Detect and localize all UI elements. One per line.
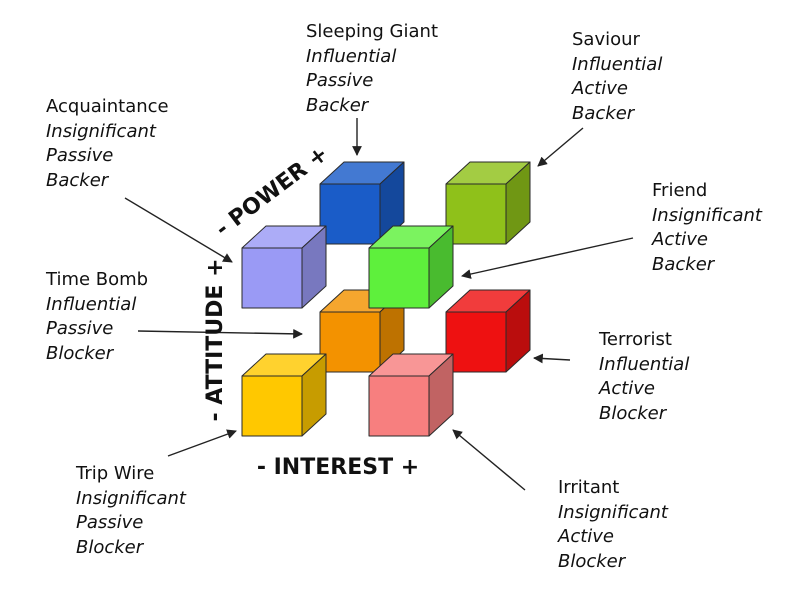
cube-front-face <box>445 183 507 245</box>
stakeholder-attitude: Blocker <box>76 536 144 558</box>
cube-trip-wire <box>241 353 327 437</box>
cube-saviour <box>445 161 531 245</box>
cube-front-face <box>241 247 303 309</box>
stakeholder-interest: Active <box>572 78 628 99</box>
arrow-saviour <box>537 127 584 167</box>
stakeholder-interest: Passive <box>46 145 114 166</box>
stakeholder-interest: Active <box>652 229 708 250</box>
stakeholder-power: Insignificant <box>652 204 762 226</box>
cube-front-face <box>368 247 430 309</box>
cube-acquaintance <box>241 225 327 309</box>
stakeholder-name: Sleeping Giant <box>306 21 439 42</box>
stakeholder-interest: Passive <box>306 70 374 91</box>
cube-front-face <box>368 375 430 437</box>
label-acquaintance: Acquaintance Insignificant Passive Backe… <box>46 95 169 193</box>
cube-terrorist <box>445 289 531 373</box>
stakeholder-attitude: Backer <box>306 94 369 116</box>
label-terrorist: Terrorist Influential Active Blocker <box>599 328 689 426</box>
arrow-acquaintance <box>124 197 233 263</box>
cube-front-face <box>319 183 381 245</box>
label-irritant: Irritant Insignificant Active Blocker <box>558 476 668 574</box>
stakeholder-power: Insignificant <box>76 487 186 509</box>
stakeholder-name: Irritant <box>558 477 620 498</box>
stakeholder-interest: Active <box>599 378 655 399</box>
cube-front-face <box>319 311 381 373</box>
stakeholder-name: Saviour <box>572 29 640 50</box>
cube-front-face <box>445 311 507 373</box>
cube-front-face <box>241 375 303 437</box>
stakeholder-attitude: Blocker <box>599 402 667 424</box>
stakeholder-power: Insignificant <box>46 120 156 142</box>
label-sleeping-giant: Sleeping Giant Influential Passive Backe… <box>306 20 438 118</box>
stakeholder-name: Terrorist <box>599 329 672 350</box>
stakeholder-power: Influential <box>599 353 690 375</box>
cubes-layer <box>241 161 531 437</box>
cube-sleeping-giant <box>319 161 405 245</box>
stakeholder-name: Friend <box>652 180 708 201</box>
arrow-time-bomb <box>137 328 303 339</box>
cube-irritant <box>368 353 454 437</box>
interest-axis-label: - INTEREST + <box>257 455 419 480</box>
stakeholder-attitude: Backer <box>652 253 715 275</box>
label-time-bomb: Time Bomb Influential Passive Blocker <box>46 268 148 366</box>
label-trip-wire: Trip Wire Insignificant Passive Blocker <box>76 462 186 560</box>
attitude-axis-label: - ATTITUDE + <box>203 258 228 421</box>
stakeholder-name: Acquaintance <box>46 96 169 117</box>
cube-friend <box>368 225 454 309</box>
stakeholder-attitude: Backer <box>572 102 635 124</box>
stakeholder-attitude: Backer <box>46 169 109 191</box>
stakeholder-name: Time Bomb <box>46 269 149 290</box>
stakeholder-attitude: Blocker <box>558 550 626 572</box>
stakeholder-name: Trip Wire <box>76 463 155 484</box>
stakeholder-interest: Passive <box>76 512 144 533</box>
label-saviour: Saviour Influential Active Backer <box>572 28 662 126</box>
stakeholder-power: Influential <box>572 53 663 75</box>
stakeholder-attitude: Blocker <box>46 342 114 364</box>
arrows-layer <box>124 118 634 491</box>
stakeholder-power: Insignificant <box>558 501 668 523</box>
stakeholder-power: Influential <box>306 45 397 67</box>
stakeholder-interest: Passive <box>46 318 114 339</box>
label-friend: Friend Insignificant Active Backer <box>652 179 762 277</box>
stakeholder-power: Influential <box>46 293 137 315</box>
arrow-friend <box>461 237 634 279</box>
stakeholder-interest: Active <box>558 526 614 547</box>
arrow-irritant <box>452 429 526 491</box>
arrow-trip-wire <box>167 429 237 457</box>
arrow-terrorist <box>533 353 571 364</box>
